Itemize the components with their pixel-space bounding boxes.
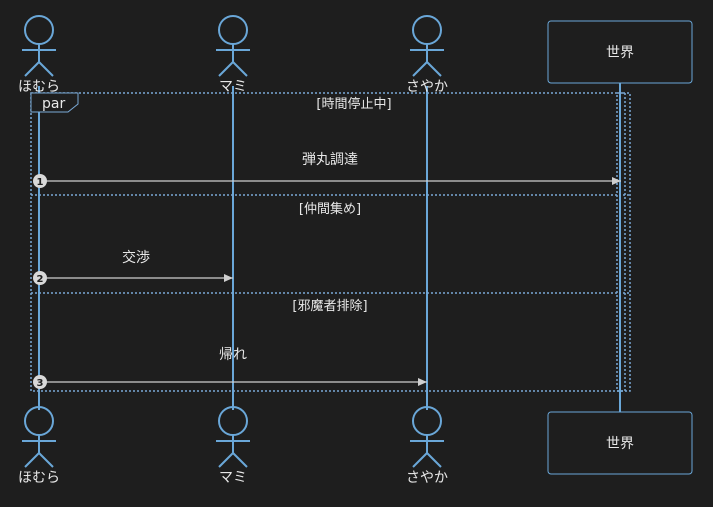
person-icon [410, 406, 444, 468]
person-icon [410, 15, 444, 77]
par-block-tag [30, 92, 79, 113]
actor-label: ほむら [18, 79, 60, 95]
message-label: 帰れ [219, 346, 247, 363]
sequence-number-badge [33, 375, 47, 389]
message-label: 弾丸調達 [302, 152, 358, 168]
section-title: [仲間集め] [299, 201, 361, 217]
actor-homura-top: ほむら [18, 15, 60, 95]
par-block-frame [30, 92, 631, 392]
actor-label: マミ [219, 79, 247, 95]
actor-sayaka-top: さやか [406, 15, 448, 95]
section-title: [邪魔者排除] [292, 299, 367, 314]
person-icon [216, 406, 250, 468]
sequence-number-badge [33, 271, 47, 285]
message-label: 交渉 [122, 249, 150, 266]
actor-label: さやか [406, 79, 448, 95]
person-icon [22, 15, 56, 77]
sequence-number: 1 [37, 177, 44, 188]
actor-label: ほむら [18, 470, 60, 486]
actor-homura-bottom: ほむら [18, 406, 60, 486]
actor-mami-bottom: マミ [216, 406, 250, 486]
actor-label: さやか [406, 470, 448, 486]
sequence-number: 2 [37, 274, 44, 285]
person-icon [216, 15, 250, 77]
world-activation-bar [616, 92, 626, 392]
participant-world-top: 世界 [547, 20, 693, 84]
actor-sayaka-bottom: さやか [406, 406, 448, 486]
par-block-label: par [42, 96, 65, 112]
participant-world-bottom: 世界 [547, 411, 693, 475]
participant-label: 世界 [606, 45, 634, 61]
sequence-number: 3 [37, 378, 44, 389]
sequence-number-badge [33, 174, 47, 188]
actor-label: マミ [219, 470, 247, 486]
section-title: [時間停止中] [316, 96, 391, 112]
participant-label: 世界 [606, 436, 634, 452]
actor-mami-top: マミ [216, 15, 250, 95]
person-icon [22, 406, 56, 468]
